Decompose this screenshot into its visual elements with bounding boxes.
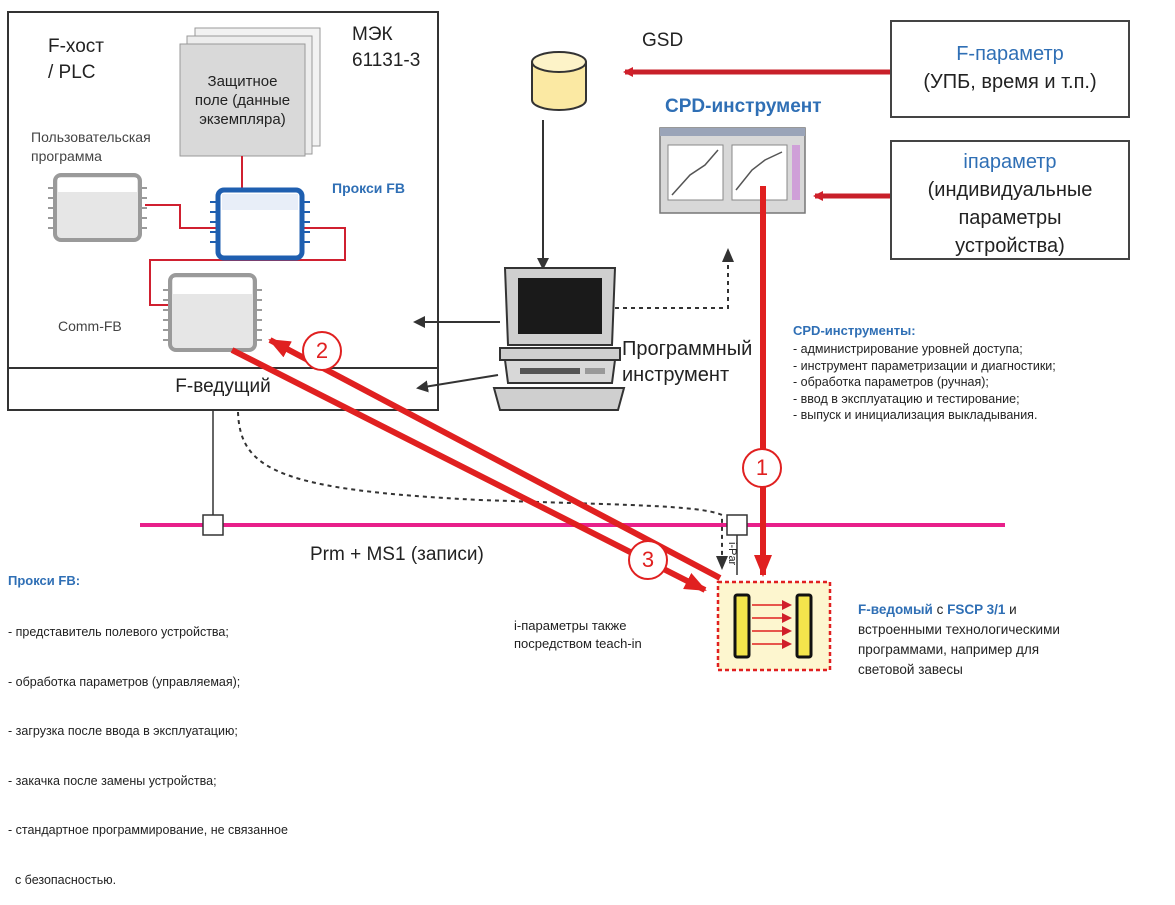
list-item: с безопасностью. xyxy=(8,872,117,887)
list-item: - ввод в эксплуатацию и тестирование; xyxy=(793,391,1020,406)
teach-in-line: посредством teach-in xyxy=(514,636,642,651)
f-param-box: F-параметр (УПБ, время и т.п.) xyxy=(890,20,1130,118)
host-title: F-хост / PLC xyxy=(48,34,104,86)
safety-field-label: Защитное поле (данные экземпляра) xyxy=(180,72,305,129)
step-1-badge: 1 xyxy=(742,448,782,488)
host-title-line1: F-хост xyxy=(48,36,104,57)
proxy-fb-chip-icon xyxy=(210,187,310,261)
f-slave-with: с xyxy=(932,602,948,617)
iparam-line: параметры xyxy=(958,207,1062,229)
gsd-label: GSD xyxy=(642,30,684,51)
master-label: F-ведущий xyxy=(175,376,271,397)
host-title-line2: / PLC xyxy=(48,62,96,83)
f-slave-device-icon xyxy=(716,580,832,672)
software-tool-line: Программный xyxy=(622,338,753,360)
iparam-line: устройства) xyxy=(955,235,1065,257)
iparam-line: (индивидуальные xyxy=(927,179,1093,201)
f-slave-and: и xyxy=(1005,602,1017,617)
data-exchange-arrows xyxy=(230,337,722,593)
list-item: - стандартное программирование, не связа… xyxy=(8,823,288,837)
list-item: - загрузка после ввода в эксплуатацию; xyxy=(8,724,238,738)
list-item: - инструмент параметризации и диагностик… xyxy=(793,358,1056,373)
list-item: - закачка после замены устройства; xyxy=(8,773,217,788)
f-param-subtitle: (УПБ, время и т.п.) xyxy=(923,71,1097,93)
f-slave-line: программами, например для xyxy=(858,642,1040,657)
list-item: - обработка параметров (ручная); xyxy=(793,375,989,389)
proxy-fb-label: Прокси FB xyxy=(332,180,405,196)
proxy-fb-info-list: - представитель полевого устройства; - о… xyxy=(8,591,288,905)
f-param-title: F-параметр xyxy=(956,43,1064,65)
teach-in-line: i-параметры также xyxy=(514,618,627,633)
cpd-tools-title: CPD-инструменты: xyxy=(793,323,916,338)
ipar-tag: i-Par xyxy=(726,542,738,566)
gsd-database-icon xyxy=(531,51,587,111)
cpd-tools-list: - администрирование уровней доступа; - и… xyxy=(793,341,1056,424)
master-bus-connector xyxy=(202,514,224,536)
slave-bus-connector xyxy=(726,514,748,536)
software-tool-label: Программный инструмент xyxy=(622,336,752,388)
iparam-box: iпараметр (индивидуальные параметры устр… xyxy=(890,140,1130,260)
user-program-label: Пользовательская программа xyxy=(31,128,151,166)
list-item: - выпуск и инициализация выкладывания. xyxy=(793,408,1038,422)
bus-label: Prm + MS1 (записи) xyxy=(310,544,484,565)
safety-field-icon xyxy=(179,27,321,157)
f-slave-line: встроенными технологическими xyxy=(858,622,1060,637)
cpd-screenshot-icon xyxy=(659,127,806,214)
iec-label: МЭК 61131-3 xyxy=(352,22,420,74)
pc-to-master-arrow xyxy=(416,374,499,393)
cpd-tool-label: CPD-инструмент xyxy=(665,96,822,117)
step-3-badge: 3 xyxy=(628,540,668,580)
list-item: - обработка параметров (управляемая); xyxy=(8,674,241,689)
iec-label-line2: 61131-3 xyxy=(352,50,421,71)
list-item: - представитель полевого устройства; xyxy=(8,625,229,639)
list-item: - администрирование уровней доступа; xyxy=(793,342,1023,356)
f-slave-title: F-ведомый с FSCP 3/1 и xyxy=(858,600,1060,620)
f-slave-description: F-ведомый с FSCP 3/1 и встроенными техно… xyxy=(858,600,1060,680)
iec-label-line1: МЭК xyxy=(352,24,393,45)
f-slave-fscp: FSCP 3/1 xyxy=(947,602,1006,617)
iparam-title: iпараметр xyxy=(963,151,1057,173)
teach-in-note: i-параметры также посредством teach-in xyxy=(514,617,642,653)
user-program-line: Пользовательская xyxy=(31,129,151,145)
user-program-line: программа xyxy=(31,148,102,164)
master-dashed-path xyxy=(237,411,723,560)
step-2-badge: 2 xyxy=(302,331,342,371)
proxy-fb-info-title: Прокси FB: xyxy=(8,573,81,588)
f-slave-name: F-ведомый xyxy=(858,602,933,617)
safety-field-line: поле (данные xyxy=(194,92,291,109)
safety-field-line: Защитное xyxy=(207,73,278,90)
comm-fb-label: Comm-FB xyxy=(58,318,122,334)
safety-field-line: экземпляра) xyxy=(199,111,286,128)
comm-fb-chip-icon xyxy=(163,273,262,352)
software-tool-line: инструмент xyxy=(622,364,730,386)
user-program-chip-icon xyxy=(48,173,147,242)
diagram-graphics xyxy=(7,11,1005,672)
computer-icon xyxy=(492,267,626,411)
f-slave-line: световой завесы xyxy=(858,662,963,677)
pc-to-cpd-dotted xyxy=(615,258,729,309)
